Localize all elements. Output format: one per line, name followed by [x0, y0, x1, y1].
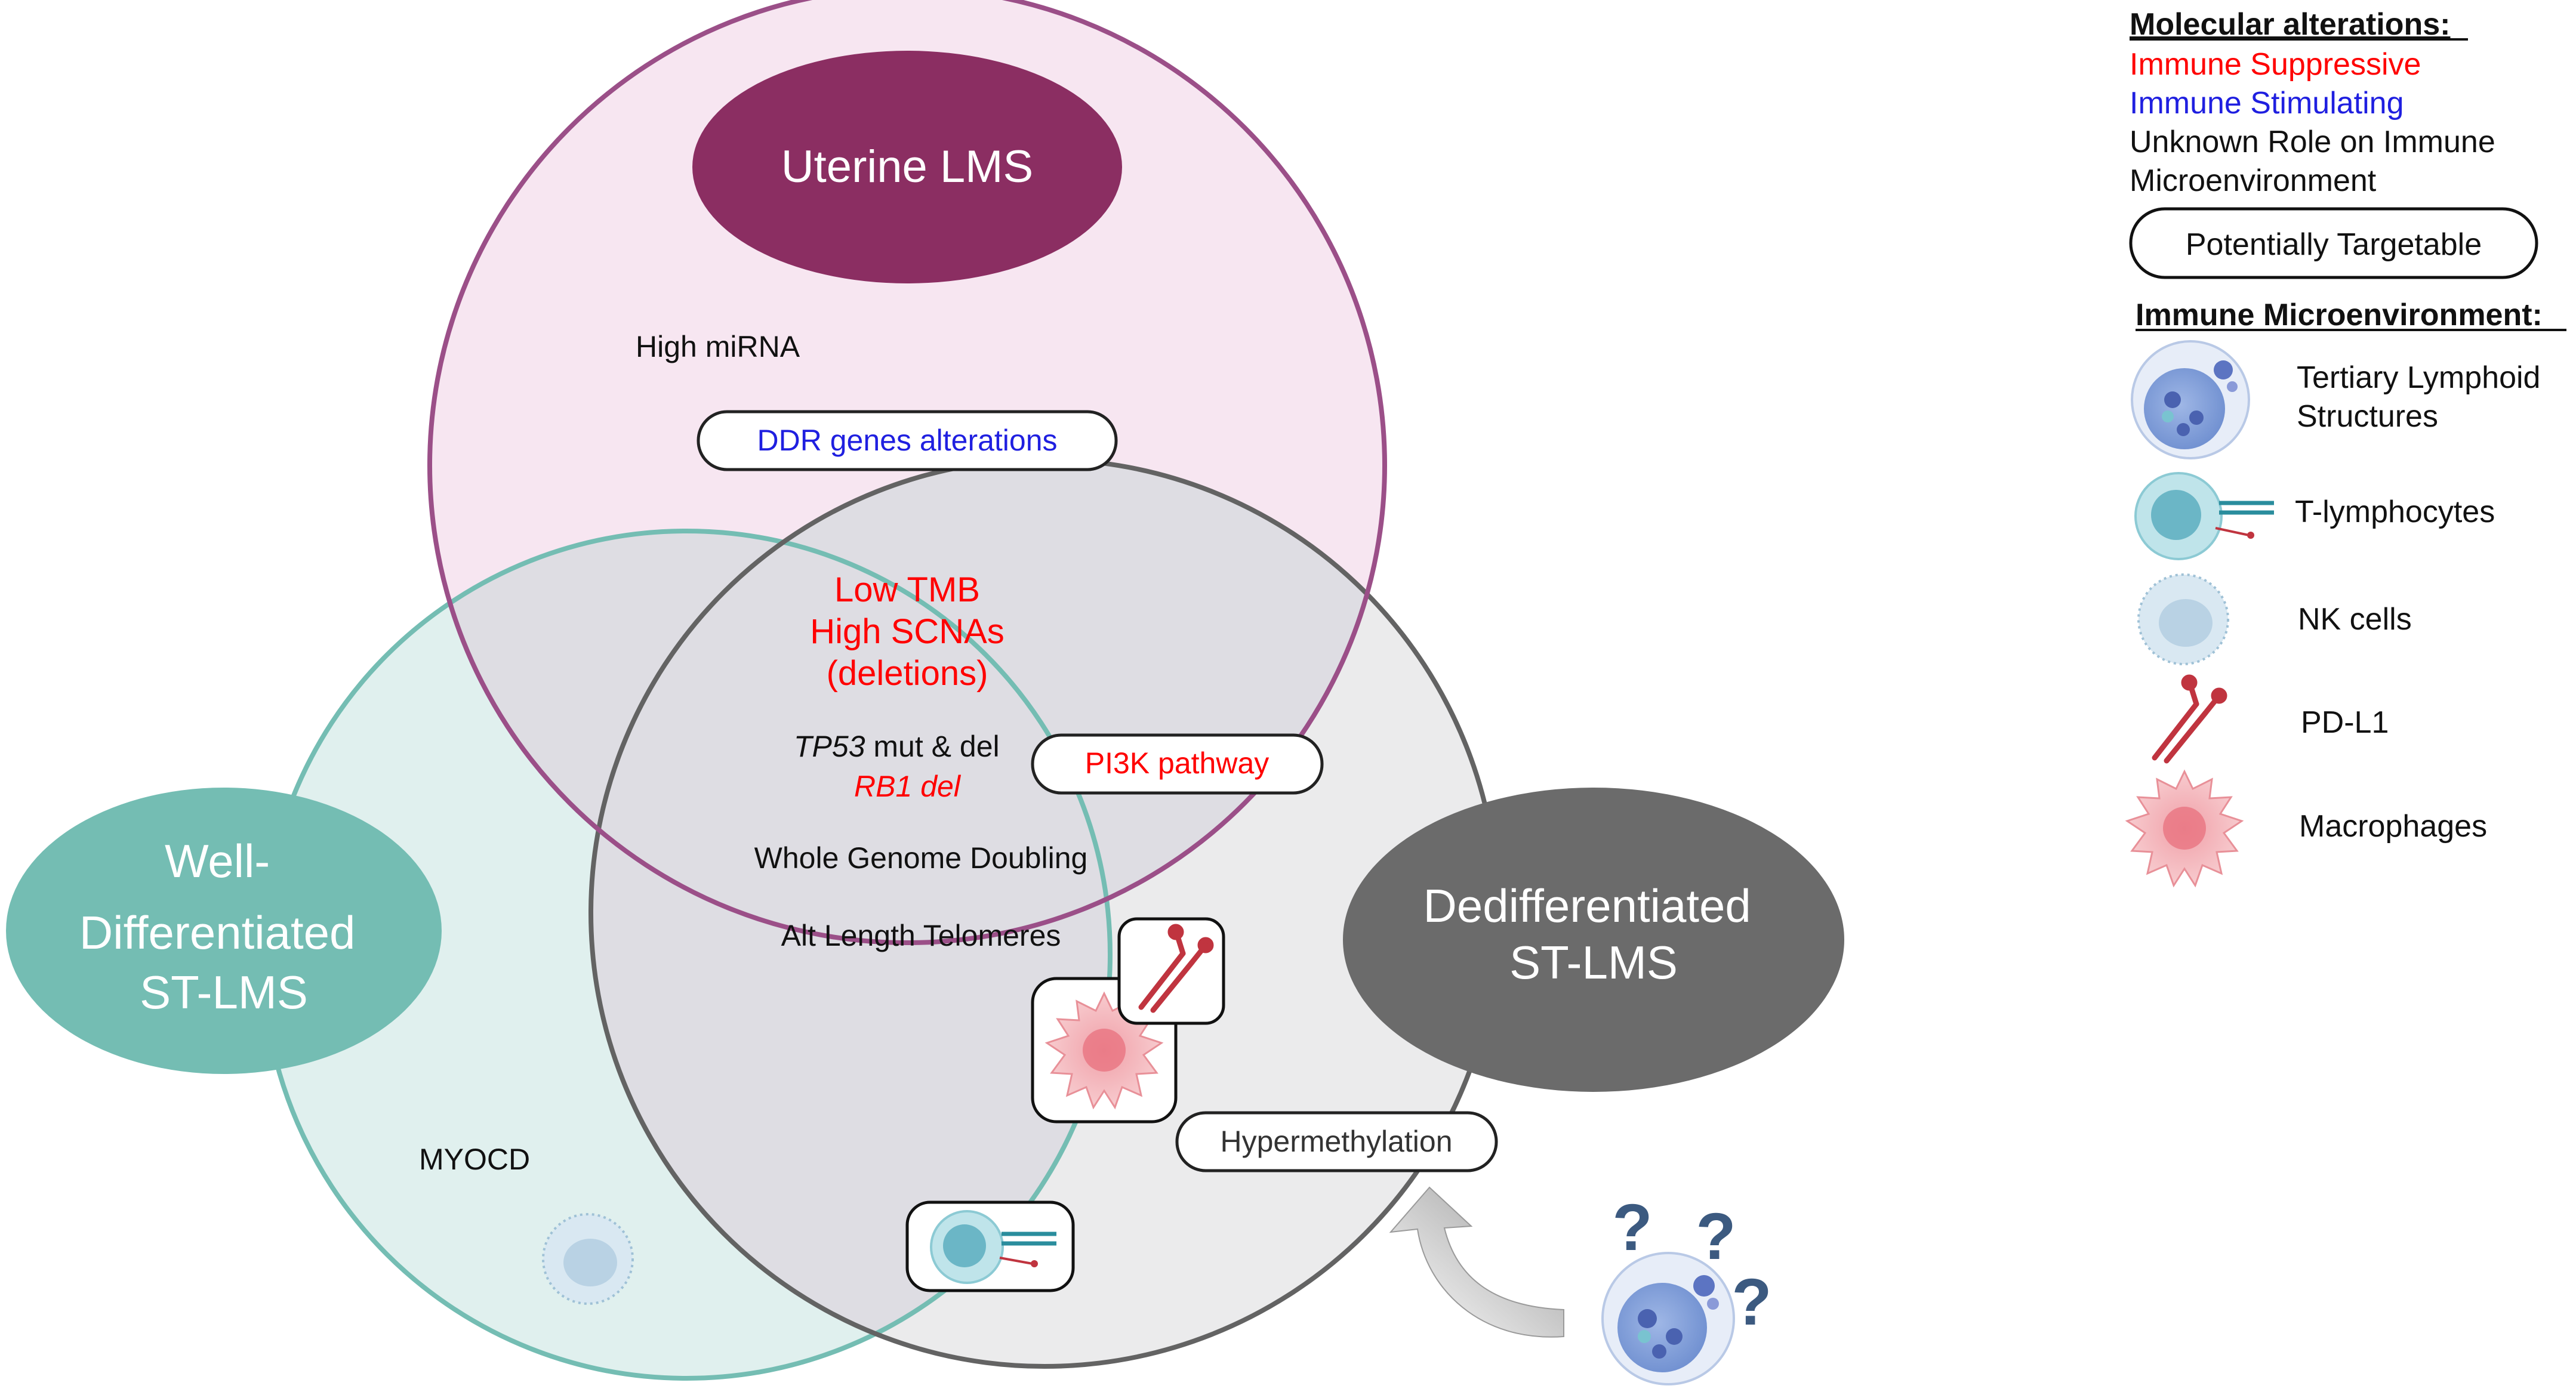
tp53-text: TP53 mut & del	[794, 730, 1000, 763]
ddr-pill: DDR genes alterations	[697, 410, 1118, 471]
alteration-labels: High miRNA DDR genes alterations Low TMB…	[419, 330, 1498, 1176]
dediff-label-line1: Dedifferentiated	[1423, 879, 1751, 932]
nk-cell-venn	[542, 1213, 634, 1305]
legend-pdl1-text: PD-L1	[2301, 705, 2389, 740]
rb1-text: RB1 del	[854, 770, 962, 803]
legend-tcell-text: T-lymphocytes	[2295, 495, 2495, 529]
legend-tls: Tertiary Lymphoid Structures	[2131, 340, 2540, 459]
uterine-ring	[427, 0, 1387, 945]
dediff-header: Dedifferentiated ST-LMS	[1343, 788, 1844, 1092]
legend-targetable-text: Potentially Targetable	[2186, 227, 2482, 262]
legend-nk: NK cells	[2137, 573, 2412, 665]
welldiff-header: Well- Differentiated ST-LMS	[6, 788, 442, 1074]
legend-immune-title: Immune Microenvironment:	[2136, 298, 2543, 332]
legend-tls-line2: Structures	[2297, 399, 2438, 434]
legend-macro-text: Macrophages	[2299, 809, 2487, 844]
legend-pdl1: PD-L1	[2152, 674, 2389, 764]
svg-text:Dedifferentiated ST-LMS: Dedifferentiated ST-LMS	[1423, 879, 1764, 989]
unknown-tls-group: ? ? ?	[1389, 1186, 1772, 1385]
question-mark-3: ?	[1731, 1266, 1771, 1339]
pdl1-icon	[1138, 950, 1186, 1010]
curved-arrow-icon	[1389, 1186, 1564, 1338]
tcell-box	[905, 1200, 1075, 1292]
legend: Molecular alterations: Immune Suppressiv…	[2125, 7, 2566, 888]
low-tmb-text: Low TMB	[834, 570, 980, 609]
legend-suppressive: Immune Suppressive	[2130, 47, 2421, 82]
alt-telomeres-text: Alt Length Telomeres	[781, 919, 1061, 952]
uterine-label: Uterine LMS	[781, 141, 1033, 192]
welldiff-label-line1: Well-	[165, 835, 270, 887]
hypermethylation-text: Hypermethylation	[1220, 1125, 1452, 1158]
pdl1-box	[1117, 917, 1225, 1025]
legend-unknown-line2: Microenvironment	[2130, 163, 2377, 198]
legend-macro: Macrophages	[2125, 769, 2487, 888]
question-mark-1: ?	[1612, 1191, 1652, 1264]
wgd-text: Whole Genome Doubling	[754, 841, 1088, 875]
high-mirna-text: High miRNA	[636, 330, 800, 363]
ddr-text: DDR genes alterations	[757, 424, 1057, 457]
hypermethylation-pill: Hypermethylation	[1175, 1111, 1498, 1172]
welldiff-label-line3: ST-LMS	[140, 966, 308, 1019]
myocd-text: MYOCD	[419, 1143, 530, 1176]
legend-pdl1-icon	[2152, 701, 2199, 761]
legend-tcell: T-lymphocytes	[2134, 472, 2495, 560]
legend-tls-line1: Tertiary Lymphoid	[2297, 360, 2540, 395]
deletions-text: (deletions)	[827, 654, 988, 693]
legend-nk-text: NK cells	[2298, 602, 2412, 637]
tp53-rest: mut & del	[865, 730, 1000, 763]
question-mark-2: ?	[1696, 1200, 1736, 1273]
legend-molecular-title: Molecular alterations:	[2130, 7, 2450, 42]
pi3k-pill: PI3K pathway	[1031, 733, 1324, 795]
legend-stimulating: Immune Stimulating	[2130, 86, 2404, 121]
uterine-header: Uterine LMS	[692, 51, 1122, 283]
welldiff-label-line2: Differentiated	[79, 906, 356, 959]
svg-text:Well- Differentiated: Well- Differentiated ST-LMS	[79, 835, 368, 1019]
pi3k-text: PI3K pathway	[1085, 746, 1269, 780]
tp53-gene: TP53	[794, 730, 865, 763]
high-scnas-text: High SCNAs	[810, 612, 1004, 651]
legend-unknown-line1: Unknown Role on Immune	[2130, 125, 2495, 159]
dediff-label-line2: ST-LMS	[1509, 936, 1678, 989]
legend-targetable-pill: Potentially Targetable	[2129, 207, 2538, 279]
